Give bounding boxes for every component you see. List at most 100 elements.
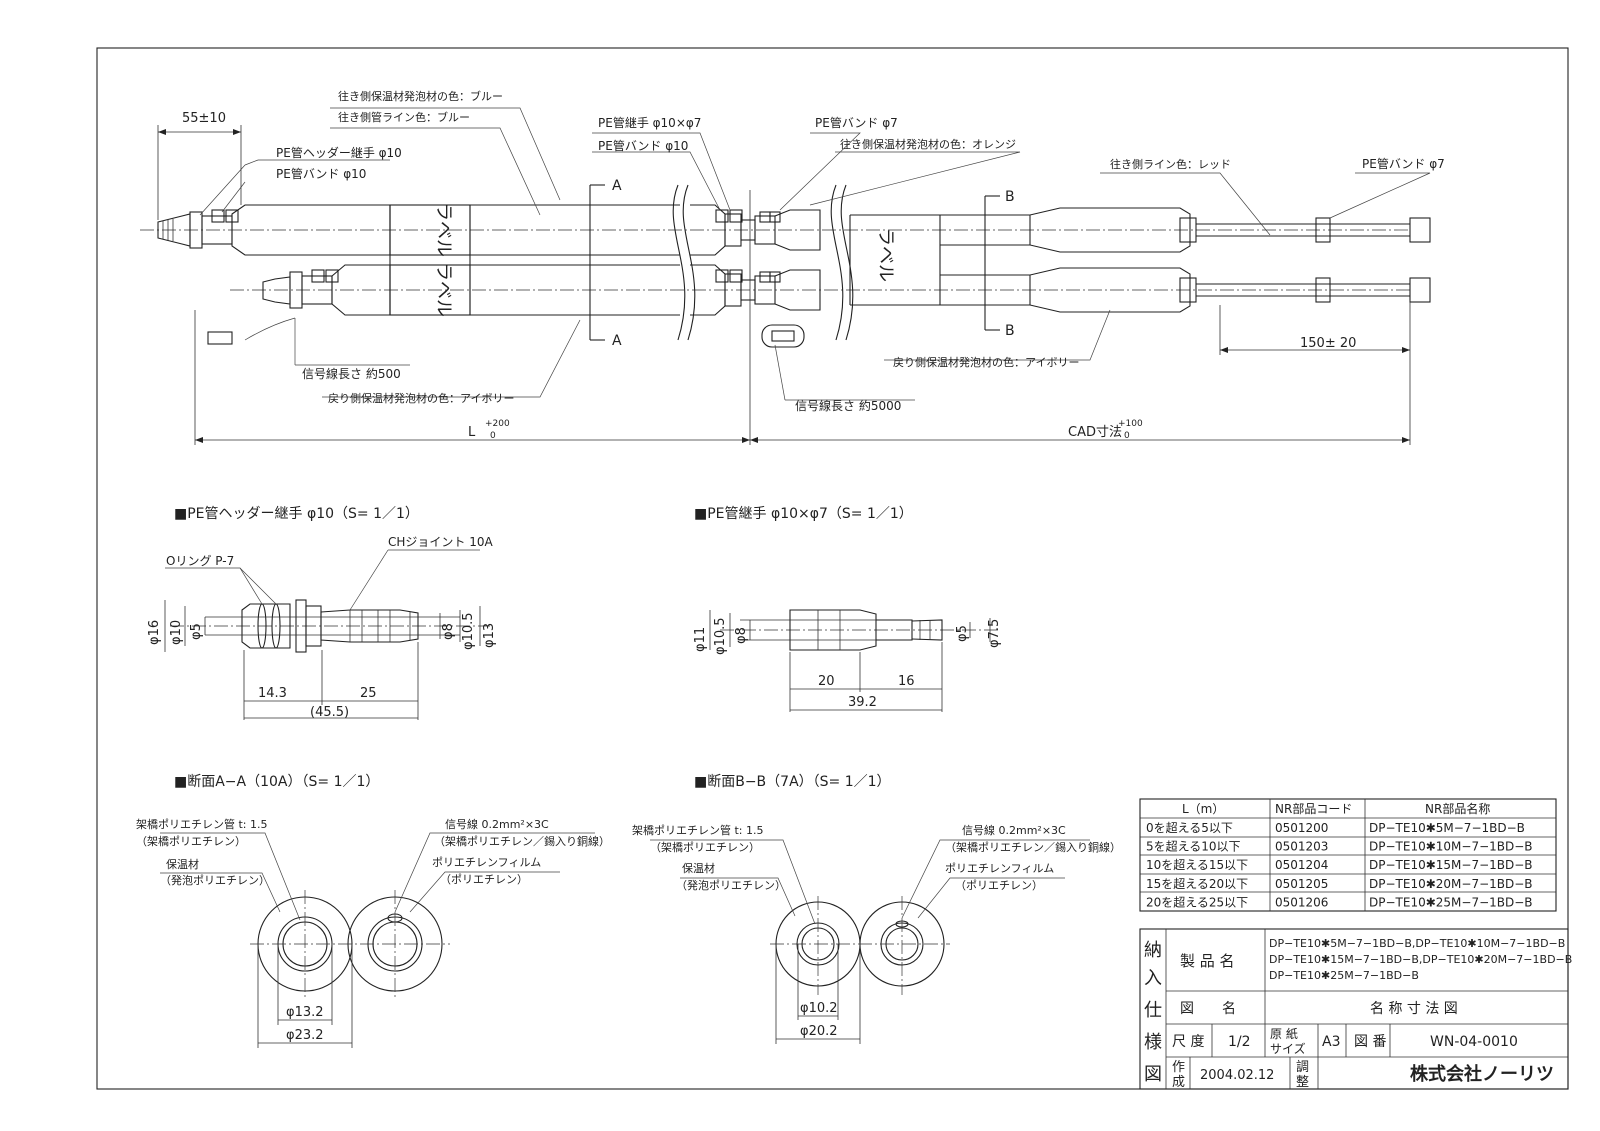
supply-foam-blue-label: 往き側保温材発泡材の色：ブルー (338, 89, 503, 103)
detail-pe-header-joint: ■PE管ヘッダー継手 φ10（S= 1／1） φ16 φ10 φ5 φ8 φ10… (147, 506, 497, 720)
tb-made-label-1: 作 (1172, 1060, 1185, 1075)
d1-l455: (45.5) (310, 705, 349, 720)
return-foam-ivory-left-label: 戻り側保温材発泡材の色：アイボリー (328, 391, 514, 405)
tb-company: 株式会社ノーリツ (1410, 1063, 1554, 1085)
section-a-lower: A (612, 333, 622, 349)
parts-cell-r4-c1: 0501206 (1275, 895, 1328, 909)
pe-header-joint-label: PE管ヘッダー継手 φ10 (276, 145, 402, 160)
dim-CAD-tol-bottom: 0 (1124, 431, 1130, 441)
secB-title: ■断面B−B（7A）（S= 1／1） (694, 774, 891, 790)
signal-500-label: 信号線長さ 約500 (302, 366, 401, 381)
d1-d105: φ10.5 (461, 612, 476, 650)
sheet-frame (96, 47, 1569, 1090)
secB-signal-sub: （架橋ポリエチレン／錫入り銅線） (945, 840, 1121, 854)
signal-5000-label: 信号線長さ 約5000 (795, 398, 901, 413)
parts-cell-r1-c1: 0501203 (1275, 840, 1328, 854)
parts-cell-r2-c2: DP−TE10✱15M−7−1BD−B (1369, 858, 1533, 872)
tb-number-value: WN-04-0010 (1430, 1034, 1518, 1050)
parts-cell-r3-c0: 15を超える20以下 (1146, 876, 1248, 891)
secA-pipe: 架橋ポリエチレン管 t: 1.5 (136, 817, 268, 831)
tb-paper-label-2: サイズ (1270, 1041, 1306, 1056)
d2-l20: 20 (818, 674, 835, 689)
parts-header-code: NR部品コード (1275, 801, 1352, 816)
dim-150: 150± 20 (1300, 336, 1356, 351)
detail1-title: ■PE管ヘッダー継手 φ10（S= 1／1） (174, 506, 419, 522)
dim-55: 55±10 (182, 111, 226, 126)
dim-L-tol-top: +200 (485, 419, 510, 429)
pe-band-10-left-label: PE管バンド φ10 (276, 166, 366, 181)
tb-product-line-1: DP−TE10✱5M−7−1BD−B,DP−TE10✱10M−7−1BD−B (1269, 937, 1565, 950)
tb-side-0: 納 (1144, 940, 1162, 961)
d2-d8: φ8 (734, 627, 749, 644)
tb-made-label-2: 成 (1172, 1075, 1185, 1090)
secA-d132: φ13.2 (286, 1005, 324, 1020)
tb-scale-value: 1/2 (1228, 1034, 1251, 1050)
pe-band-10-mid-label: PE管バンド φ10 (598, 138, 688, 153)
section-a-a: ■断面A−A（10A）（S= 1／1） 架橋ポリエチレン管 t: 1.5 （架橋… (136, 774, 610, 1048)
detail-pe-joint-10x7: ■PE管継手 φ10×φ7（S= 1／1） φ11 φ10.5 φ8 φ5 φ7… (693, 506, 1002, 712)
secA-insul: 保温材 (166, 857, 199, 871)
d2-d105: φ10.5 (713, 617, 728, 655)
supply-line-red-label: 往き側ライン色：レッド (1110, 157, 1231, 171)
tb-number-label: 図 番 (1354, 1034, 1386, 1050)
secB-film-sub: （ポリエチレン） (955, 879, 1043, 892)
d2-d5: φ5 (955, 625, 970, 642)
parts-cell-r4-c2: DP−TE10✱25M−7−1BD−B (1369, 895, 1533, 909)
tb-adjust-label-1: 調 (1296, 1060, 1309, 1075)
secB-d202: φ20.2 (800, 1024, 838, 1039)
tb-made-value: 2004.02.12 (1200, 1068, 1274, 1083)
title-block: 納 入 仕 様 図 製 品 名 DP−TE10✱5M−7−1BD−B,DP−TE… (1139, 928, 1572, 1090)
tb-paper-value: A3 (1322, 1034, 1340, 1050)
supply-line-blue-label: 往き側管ライン色：ブルー (338, 110, 470, 124)
d1-d5: φ5 (189, 623, 204, 640)
tb-side-1: 入 (1144, 968, 1162, 989)
parts-header-l: L（m） (1182, 802, 1224, 816)
dim-L-tol-bottom: 0 (490, 431, 496, 441)
parts-cell-r4-c0: 20を超える25以下 (1146, 894, 1248, 909)
parts-cell-r0-c2: DP−TE10✱5M−7−1BD−B (1369, 821, 1525, 835)
tb-drawing-label: 図 名 (1180, 1001, 1236, 1017)
section-a-upper: A (612, 178, 622, 194)
secA-signal: 信号線 0.2mm²×3C (445, 817, 549, 831)
tb-scale-label: 尺 度 (1172, 1034, 1204, 1050)
secB-insul-sub: （発泡ポリエチレン） (676, 878, 786, 892)
tb-paper-label-1: 原 紙 (1270, 1026, 1298, 1041)
tb-adjust-label-2: 整 (1296, 1075, 1309, 1090)
section-b-upper: B (1005, 189, 1015, 205)
d2-d11: φ11 (693, 627, 708, 652)
secA-film: ポリエチレンフィルム (432, 856, 541, 869)
pe-band-7-mid-label: PE管バンド φ7 (815, 115, 898, 130)
secA-pipe-sub: （架橋ポリエチレン） (136, 834, 246, 848)
secA-d232: φ23.2 (286, 1028, 324, 1043)
tb-side-4: 図 (1144, 1064, 1162, 1085)
d2-l16: 16 (898, 674, 915, 689)
secA-signal-sub: （架橋ポリエチレン／錫入り銅線） (434, 834, 610, 848)
secA-title: ■断面A−A（10A）（S= 1／1） (174, 774, 379, 790)
tb-side-3: 様 (1144, 1032, 1162, 1053)
d1-d8: φ8 (441, 623, 456, 640)
return-foam-ivory-right-label: 戻り側保温材発泡材の色：アイボリー (893, 355, 1079, 369)
supply-foam-orange-label: 往き側保温材発泡材の色：オレンジ (840, 137, 1016, 151)
secA-film-sub: （ポリエチレン） (440, 873, 528, 886)
d1-d10: φ10 (169, 620, 184, 645)
secB-signal: 信号線 0.2mm²×3C (962, 823, 1066, 837)
secB-pipe: 架橋ポリエチレン管 t: 1.5 (632, 823, 764, 837)
tb-drawing-name: 名 称 寸 法 図 (1370, 1001, 1458, 1017)
parts-cell-r1-c0: 5を超える10以下 (1146, 839, 1241, 854)
d1-oring: Oリング P-7 (166, 554, 234, 568)
label-text-left-lower: ラベル (433, 263, 454, 317)
label-text-left: ラベル (433, 203, 454, 257)
parts-cell-r2-c0: 10を超える15以下 (1146, 857, 1248, 872)
parts-header-name: NR部品名称 (1425, 801, 1490, 816)
pe-joint-10x7-label: PE管継手 φ10×φ7 (598, 115, 701, 130)
d1-l143: 14.3 (258, 686, 287, 701)
dim-L: L (468, 425, 476, 440)
parts-cell-r0-c1: 0501200 (1275, 821, 1328, 835)
detail2-title: ■PE管継手 φ10×φ7（S= 1／1） (694, 506, 913, 522)
main-assembly-view: ラベル ラベル A A (140, 89, 1445, 445)
parts-cell-r1-c2: DP−TE10✱10M−7−1BD−B (1369, 840, 1533, 854)
secB-pipe-sub: （架橋ポリエチレン） (650, 840, 760, 854)
parts-cell-r3-c1: 0501205 (1275, 877, 1328, 891)
